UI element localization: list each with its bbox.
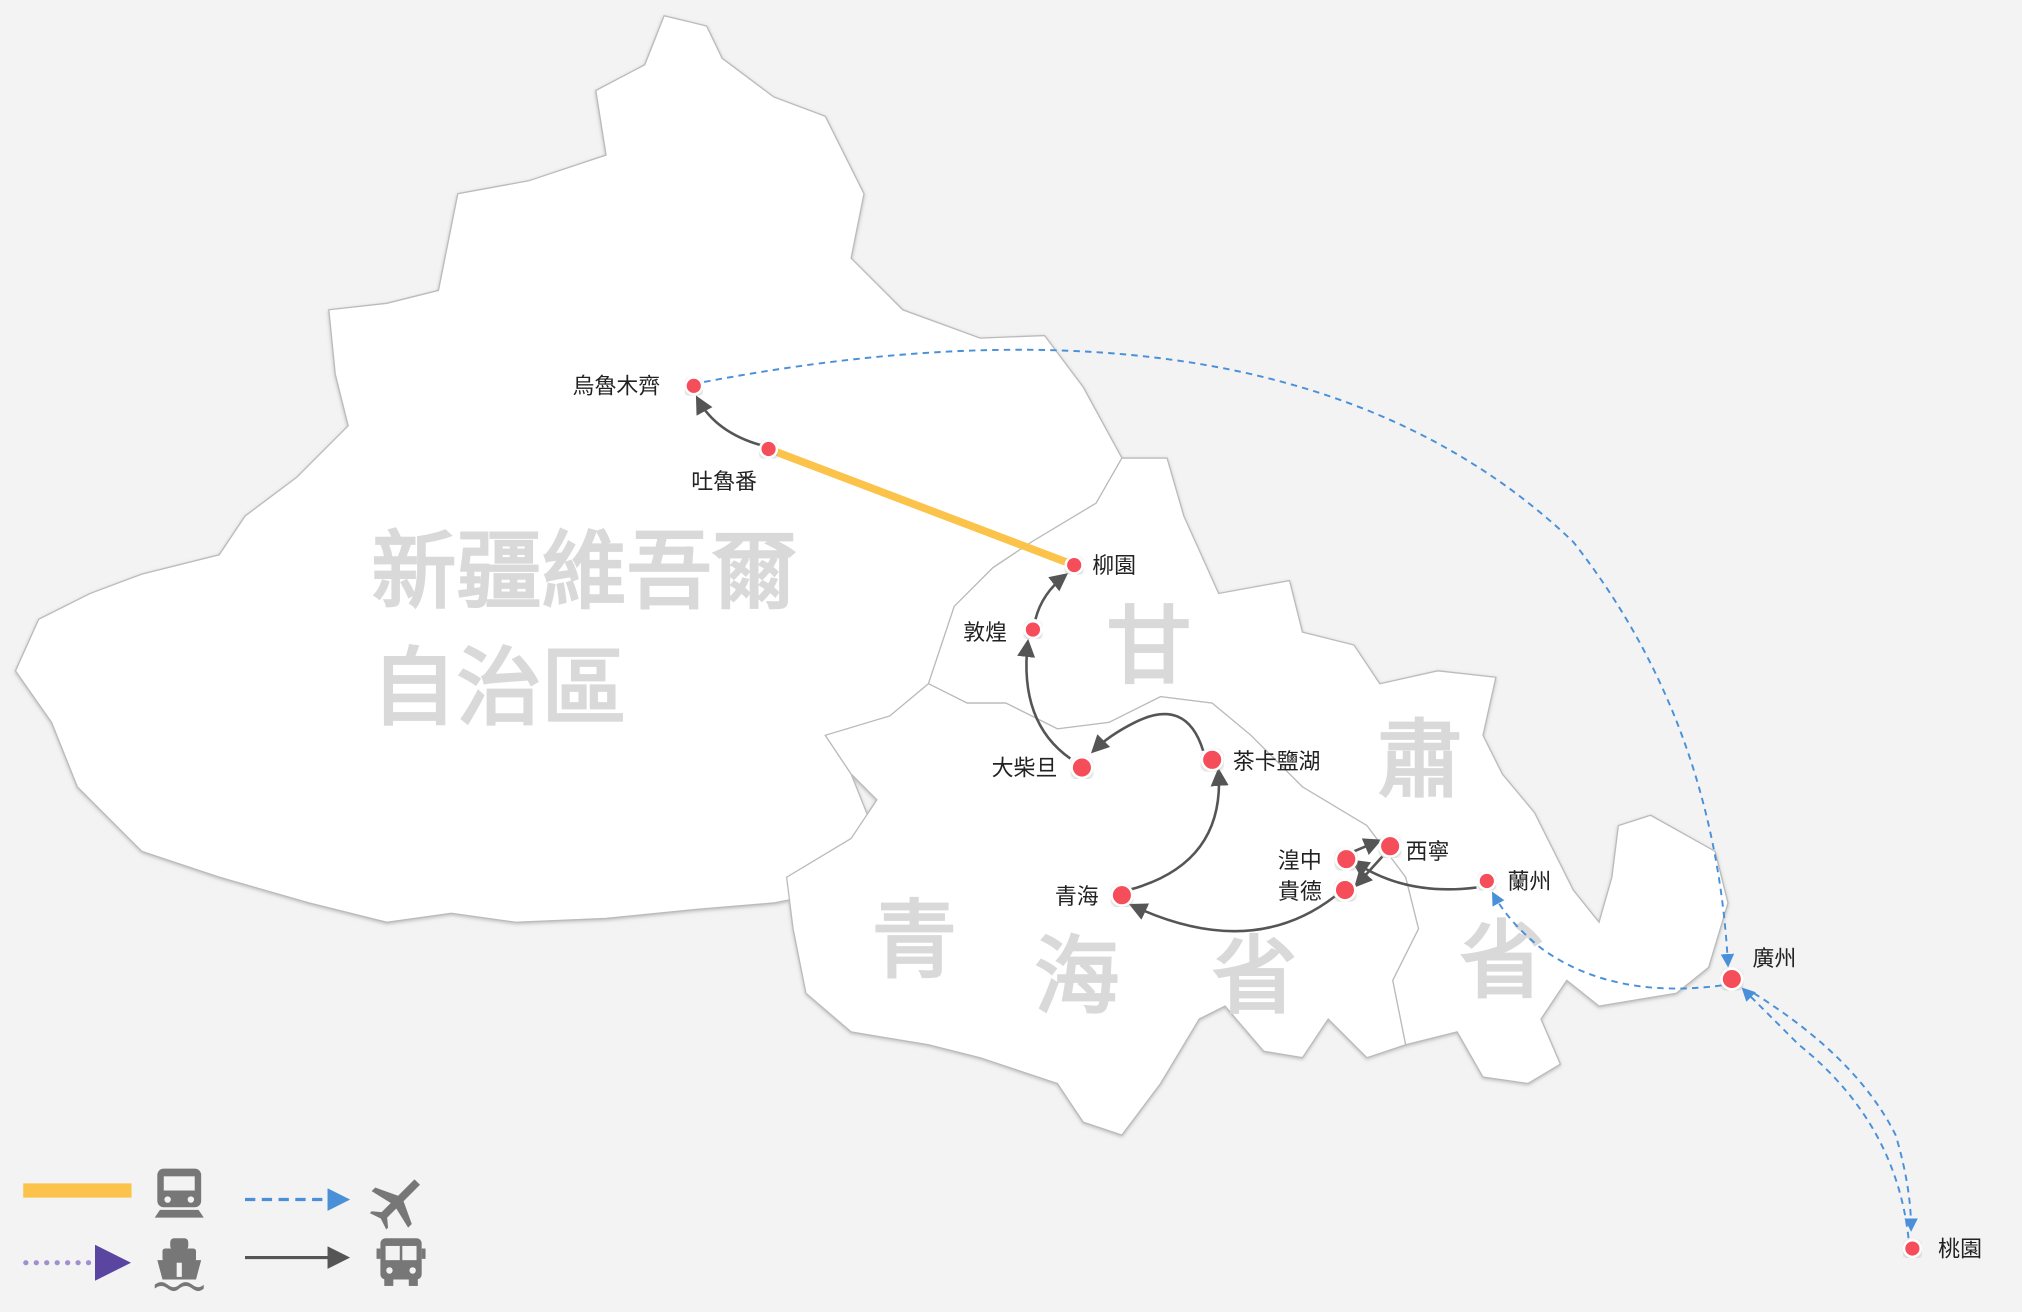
bus-route bbox=[1034, 573, 1069, 620]
region-label-gansu-1: 甘 bbox=[1106, 598, 1191, 697]
flight-route bbox=[1491, 891, 1722, 990]
city-dot[interactable] bbox=[1023, 619, 1043, 640]
province-shapes bbox=[14, 14, 1729, 1136]
bus-route bbox=[1128, 767, 1229, 892]
city-dot[interactable] bbox=[1477, 871, 1497, 891]
city-dot[interactable] bbox=[1902, 1238, 1923, 1259]
region-label-xinjiang-2: 自治區 bbox=[371, 639, 626, 738]
city-dot[interactable] bbox=[1334, 847, 1358, 871]
train-icon bbox=[154, 1168, 204, 1218]
city-marker[interactable]: 吐魯番 bbox=[691, 439, 779, 495]
region-labels: 新疆維吾爾 自治區 甘 肅 青 海 省 省 bbox=[371, 523, 1544, 1027]
legend bbox=[23, 1168, 426, 1292]
city-marker[interactable]: 桃園 bbox=[1902, 1237, 1982, 1262]
city-label: 吐魯番 bbox=[691, 470, 757, 495]
city-marker[interactable]: 大柴旦 bbox=[992, 755, 1094, 781]
city-label: 蘭州 bbox=[1507, 870, 1551, 895]
region-label-qinghai-1: 青 bbox=[872, 892, 957, 991]
city-marker[interactable]: 青海 bbox=[1055, 883, 1134, 910]
city-marker[interactable]: 茶卡鹽湖 bbox=[1200, 748, 1321, 775]
flight-route bbox=[1753, 992, 1918, 1232]
city-label: 西寧 bbox=[1406, 840, 1450, 865]
ship-icon bbox=[154, 1238, 204, 1292]
bus-route bbox=[695, 395, 762, 447]
city-marker[interactable]: 敦煌 bbox=[963, 619, 1043, 646]
region-label-gansu-2: 肅 bbox=[1377, 711, 1462, 810]
city-dot[interactable] bbox=[758, 439, 779, 459]
city-marker[interactable]: 柳園 bbox=[1064, 554, 1136, 579]
flight-route bbox=[1741, 987, 1910, 1239]
city-marker[interactable]: 烏魯木齊 bbox=[573, 375, 704, 400]
bus-icon bbox=[376, 1238, 426, 1286]
region-label-qinghai-2: 海 bbox=[1034, 928, 1119, 1027]
city-label: 桃園 bbox=[1938, 1237, 1982, 1262]
xinjiang-shape bbox=[14, 14, 1123, 923]
bus-route bbox=[1353, 838, 1382, 855]
city-dot[interactable] bbox=[684, 376, 704, 396]
city-label: 柳園 bbox=[1092, 554, 1136, 579]
city-marker[interactable]: 蘭州 bbox=[1477, 870, 1551, 895]
city-dot[interactable] bbox=[1064, 555, 1084, 575]
routes bbox=[695, 348, 1918, 1239]
city-label: 烏魯木齊 bbox=[573, 375, 661, 400]
region-label-xinjiang: 新疆維吾爾 bbox=[371, 523, 796, 622]
city-label: 廣州 bbox=[1752, 947, 1796, 972]
city-dot[interactable] bbox=[1720, 967, 1744, 991]
city-label: 茶卡鹽湖 bbox=[1233, 750, 1321, 775]
city-label: 青海 bbox=[1055, 885, 1099, 910]
flight-route bbox=[703, 348, 1735, 968]
city-marker[interactable]: 貴德 bbox=[1278, 878, 1357, 905]
city-label: 大柴旦 bbox=[992, 756, 1058, 781]
bus-route bbox=[1351, 859, 1477, 891]
city-dot[interactable] bbox=[1333, 878, 1357, 902]
city-label: 敦煌 bbox=[963, 621, 1007, 646]
city-dot[interactable] bbox=[1070, 755, 1094, 780]
qinghai-shape bbox=[785, 682, 1420, 1136]
bus-route bbox=[1128, 895, 1336, 933]
train-route bbox=[767, 445, 1076, 569]
city-marker[interactable]: 西寧 bbox=[1378, 834, 1450, 865]
city-dot[interactable] bbox=[1110, 883, 1134, 907]
city-marker[interactable]: 廣州 bbox=[1720, 947, 1797, 991]
region-label-gansu-3: 省 bbox=[1460, 913, 1545, 1012]
city-label: 湟中 bbox=[1278, 849, 1322, 874]
bus-route bbox=[1017, 638, 1072, 760]
city-dot[interactable] bbox=[1200, 748, 1224, 772]
airplane-icon bbox=[369, 1179, 420, 1230]
region-label-qinghai-3: 省 bbox=[1212, 928, 1297, 1027]
city-marker[interactable]: 湟中 bbox=[1278, 847, 1358, 874]
bus-route bbox=[1090, 712, 1205, 754]
city-dot[interactable] bbox=[1378, 834, 1402, 858]
city-label: 貴德 bbox=[1278, 880, 1322, 905]
